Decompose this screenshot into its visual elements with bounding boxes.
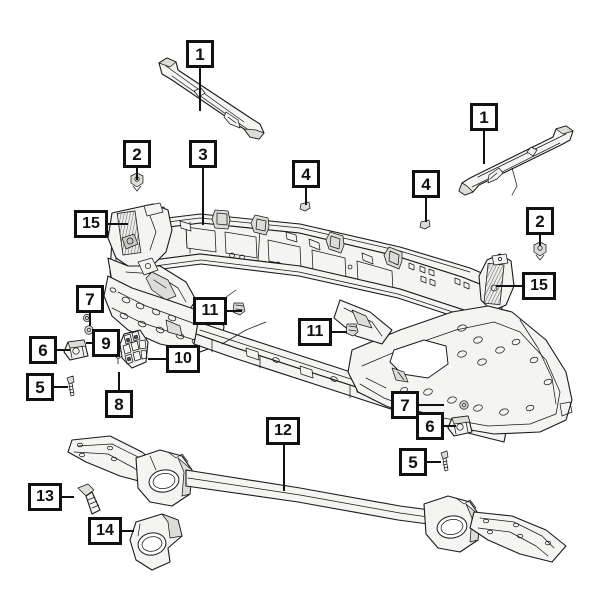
callout-label-2[interactable]: 2 xyxy=(123,140,151,168)
callout-label-4[interactable]: 4 xyxy=(412,170,440,198)
leader-line-8 xyxy=(118,372,120,390)
callout-label-11[interactable]: 11 xyxy=(298,318,332,346)
leader-line-7 xyxy=(89,313,91,326)
leader-line-2 xyxy=(136,168,138,180)
callout-label-15[interactable]: 15 xyxy=(522,272,556,300)
callout-label-7[interactable]: 7 xyxy=(391,391,419,419)
part-4-pin-left xyxy=(299,201,311,212)
leader-line-1 xyxy=(199,68,201,111)
callout-label-5[interactable]: 5 xyxy=(26,373,54,401)
part-15-side-panel-right xyxy=(478,253,515,312)
callout-label-8[interactable]: 8 xyxy=(105,390,133,418)
callout-label-5[interactable]: 5 xyxy=(399,448,427,476)
leader-line-6 xyxy=(57,349,70,351)
leader-line-3 xyxy=(202,168,204,225)
callout-label-13[interactable]: 13 xyxy=(28,483,62,511)
callout-label-14[interactable]: 14 xyxy=(88,517,122,545)
leader-line-2 xyxy=(539,235,541,246)
part-7-washer-right xyxy=(459,400,469,410)
callout-label-15[interactable]: 15 xyxy=(74,210,108,238)
leader-line-12 xyxy=(283,445,285,491)
leader-line-10 xyxy=(148,358,166,360)
leader-line-1 xyxy=(483,131,485,164)
callout-label-3[interactable]: 3 xyxy=(189,140,217,168)
part-12-lower-cross-member xyxy=(67,435,567,563)
callout-label-9[interactable]: 9 xyxy=(92,329,120,357)
callout-label-4[interactable]: 4 xyxy=(292,160,320,188)
callout-label-6[interactable]: 6 xyxy=(416,412,444,440)
part-4-pin-right xyxy=(419,219,431,230)
callout-label-2[interactable]: 2 xyxy=(526,207,554,235)
part-5-screw-right xyxy=(440,450,449,472)
part-2-hex-nut-right xyxy=(533,241,547,261)
part-1-upper-rail-left xyxy=(158,57,265,140)
callout-label-10[interactable]: 10 xyxy=(166,345,200,373)
leader-line-7 xyxy=(419,404,444,406)
beam-top-tabs xyxy=(147,206,403,270)
leader-line-11 xyxy=(332,331,347,333)
part-15-side-panel-left xyxy=(107,202,197,313)
callout-label-6[interactable]: 6 xyxy=(29,336,57,364)
part-11-clip-left xyxy=(232,302,246,316)
callout-label-1[interactable]: 1 xyxy=(186,40,214,68)
leader-line-14 xyxy=(122,530,134,532)
leader-line-15 xyxy=(108,223,128,225)
part-13-bolt xyxy=(77,483,101,515)
leader-line-6 xyxy=(444,425,456,427)
leader-line-4 xyxy=(305,188,307,205)
part-6-clip-nut-right xyxy=(447,415,473,437)
leader-line-11 xyxy=(227,310,242,312)
callout-label-7[interactable]: 7 xyxy=(76,285,104,313)
part-6-clip-nut-left xyxy=(63,339,89,361)
leader-line-5 xyxy=(427,461,441,463)
part-5-screw-left xyxy=(66,375,75,397)
part-1-upper-rail-right xyxy=(458,125,574,196)
leader-line-15 xyxy=(496,285,522,287)
callout-label-12[interactable]: 12 xyxy=(266,417,300,445)
leader-line-4 xyxy=(425,198,427,222)
callout-label-11[interactable]: 11 xyxy=(193,297,227,325)
leader-line-5 xyxy=(54,386,68,388)
part-14-eyelet-bracket xyxy=(129,513,183,571)
beam-bolt-cluster xyxy=(408,262,470,290)
leader-line-13 xyxy=(62,496,74,498)
leader-line-9 xyxy=(86,342,92,344)
callout-label-1[interactable]: 1 xyxy=(470,103,498,131)
part-10-connector-block xyxy=(119,329,149,369)
